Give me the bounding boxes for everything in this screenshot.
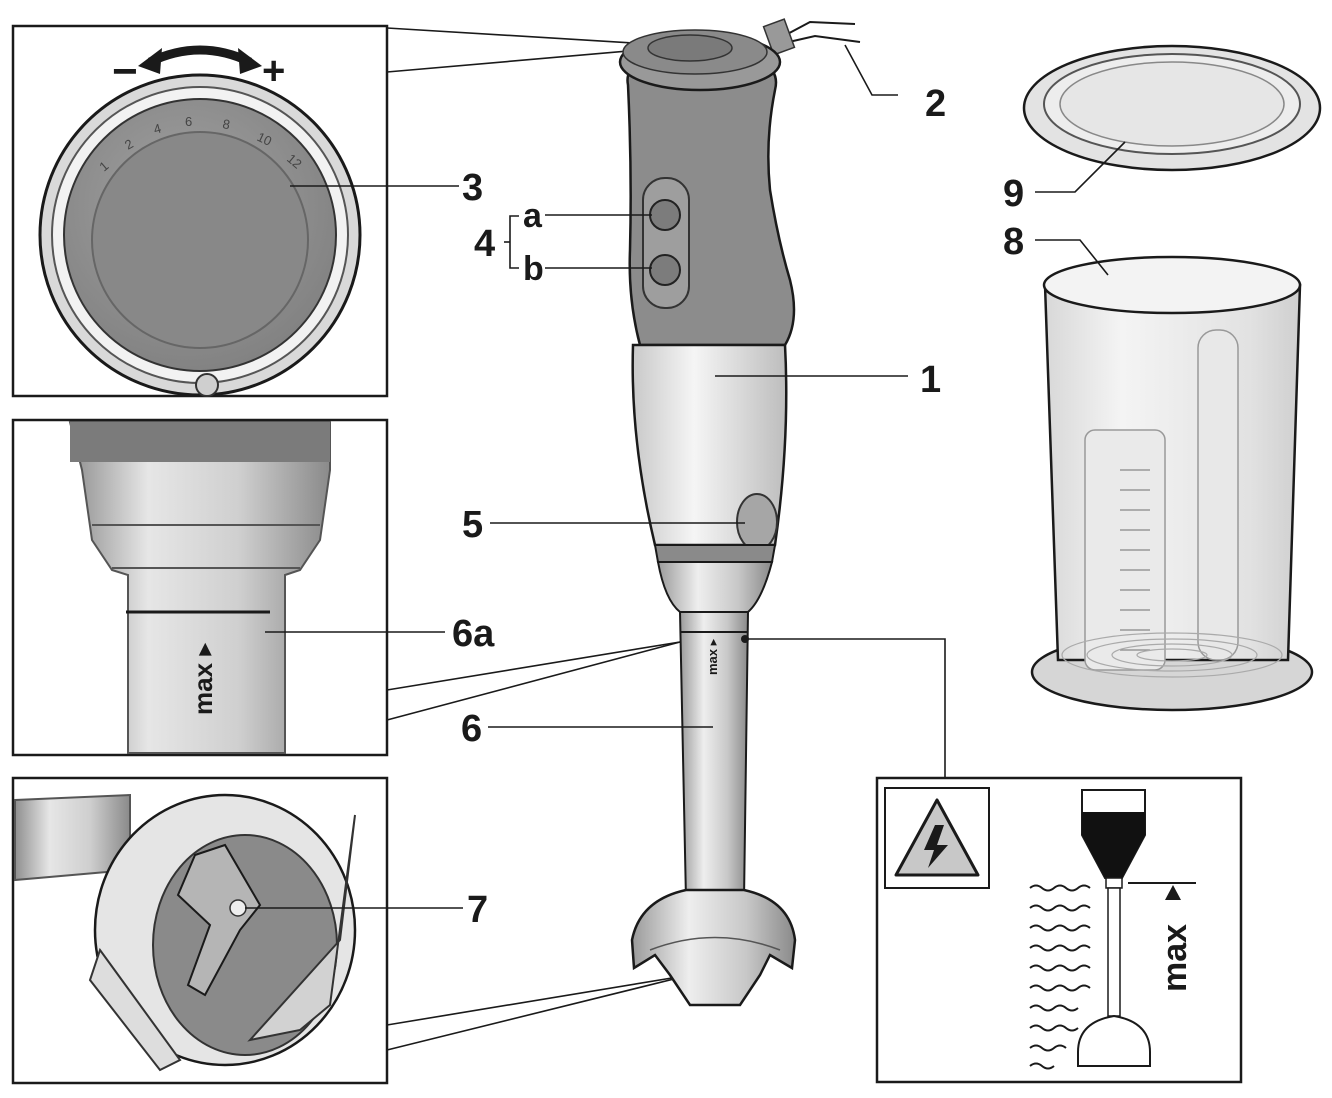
- svg-text:8: 8: [221, 116, 231, 132]
- measuring-beaker: [1030, 255, 1314, 712]
- label-7: 7: [467, 889, 488, 931]
- dial-minus-sign: −: [112, 47, 138, 96]
- button-b[interactable]: [649, 254, 681, 286]
- button-a[interactable]: [649, 199, 681, 231]
- label-5: 5: [462, 504, 483, 546]
- label-8: 8: [1003, 221, 1024, 263]
- label-2: 2: [925, 83, 946, 125]
- beaker-lid: [1022, 44, 1322, 172]
- svg-text:6: 6: [185, 114, 192, 129]
- label-6: 6: [461, 708, 482, 750]
- warning-panel: max: [875, 776, 1243, 1084]
- label-4b: b: [523, 250, 544, 288]
- liquid-waves: [1029, 884, 1091, 1070]
- label-9: 9: [1003, 173, 1024, 215]
- speed-dial[interactable]: [91, 131, 309, 349]
- dial-plus-sign: +: [262, 49, 285, 93]
- label-4a: a: [523, 197, 543, 235]
- svg-text:4: 4: [152, 121, 163, 137]
- label-1: 1: [920, 359, 941, 401]
- dial-zoom-panel: − + 1 2 4 6 8 10 12: [11, 24, 389, 398]
- shaft-max-mark-zoom: max ▸: [188, 643, 218, 715]
- electric-hazard-icon: [894, 798, 980, 877]
- shaft-zoom-panel: max ▸: [11, 418, 389, 757]
- blade-foot: [630, 888, 797, 1007]
- blade: [176, 843, 262, 997]
- label-3: 3: [462, 167, 483, 209]
- label-4: 4: [474, 223, 495, 265]
- speed-dial-small[interactable]: [647, 34, 733, 62]
- power-cable: [779, 20, 856, 39]
- blade-zoom-panel: [11, 776, 389, 1085]
- button-panel: [642, 177, 690, 309]
- label-6a: 6a: [452, 613, 495, 655]
- warning-max-label: max: [1156, 924, 1194, 992]
- svg-text:10: 10: [255, 129, 274, 149]
- hand-blender: max ▸: [618, 18, 861, 1007]
- shaft-max-mark: max ▸: [705, 638, 720, 675]
- release-button[interactable]: [736, 493, 778, 551]
